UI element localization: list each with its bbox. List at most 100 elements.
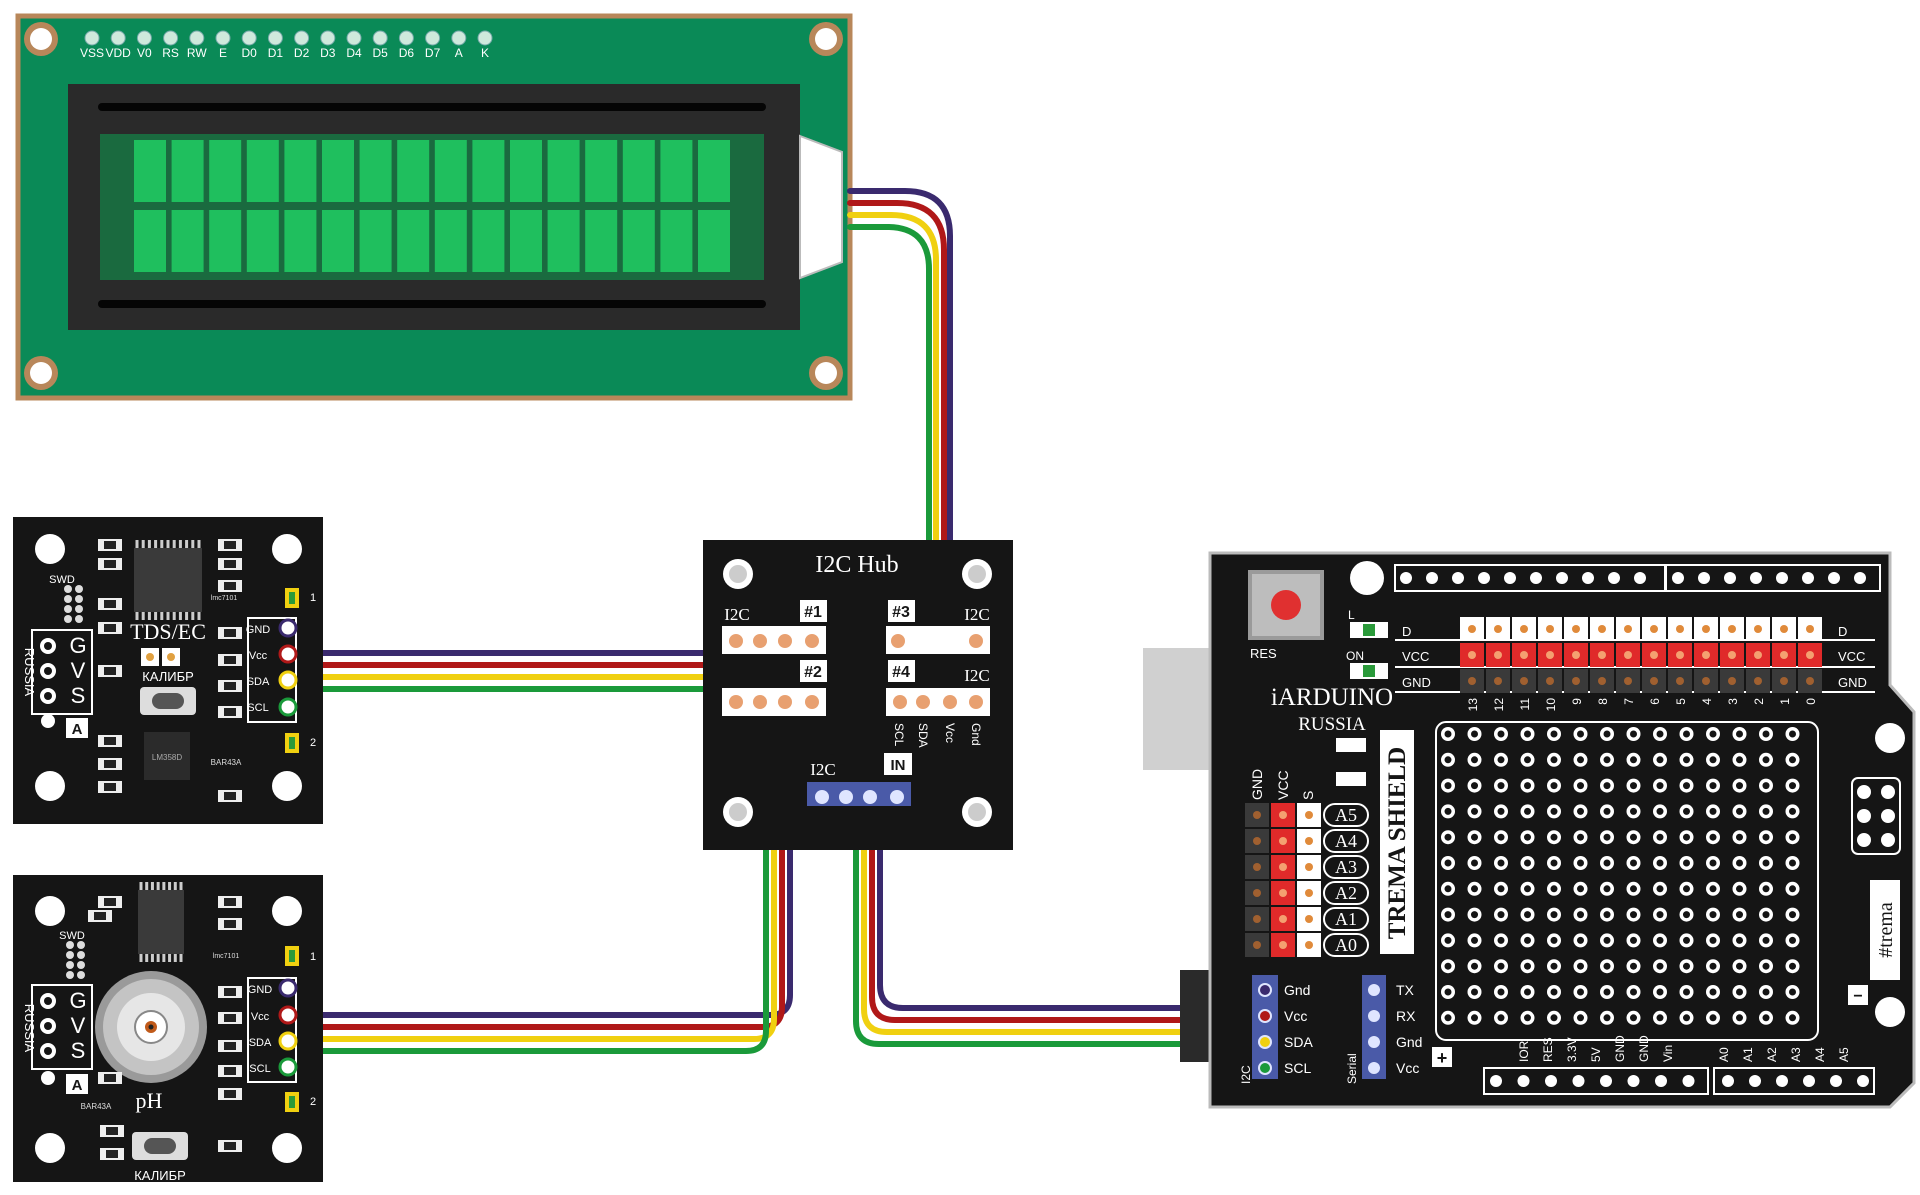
- analog-pin-label: A1: [1335, 909, 1357, 929]
- svg-text:VCC: VCC: [1402, 649, 1429, 664]
- svg-text:I2C: I2C: [964, 666, 990, 685]
- svg-text:Vcc: Vcc: [251, 1011, 270, 1023]
- hub-port-4-pin-labels: SCL SDA Vcc Gnd: [892, 723, 983, 748]
- lcd-character-cell: [698, 210, 730, 272]
- ph-output-pins: [278, 978, 298, 1077]
- lcd-backlight-tab: [799, 134, 843, 280]
- lcd-pin-hole: [215, 30, 231, 46]
- digital-pin-label: 2: [1752, 698, 1766, 705]
- svg-text:1: 1: [310, 951, 316, 963]
- lcd-character-cell: [472, 210, 505, 272]
- svg-text:lmc7101: lmc7101: [211, 595, 238, 602]
- lcd-pin-label: VDD: [106, 46, 132, 60]
- svg-text:RUSSIA: RUSSIA: [1298, 714, 1366, 735]
- svg-text:GND: GND: [1838, 675, 1867, 690]
- wire-sda: [847, 212, 939, 706]
- analog-pin-label: A2: [1335, 883, 1357, 903]
- svg-text:+: +: [1437, 1048, 1448, 1068]
- hub-port-4: [893, 695, 983, 709]
- svg-text:G: G: [69, 988, 86, 1013]
- svg-text:1: 1: [310, 592, 316, 604]
- power-pin-label: GND: [1613, 1035, 1627, 1062]
- hub-port-3: [891, 634, 983, 648]
- ph-chip: [138, 890, 184, 954]
- lcd-pin-hole: [241, 30, 257, 46]
- tds-country-label: RUSSIA: [22, 648, 37, 697]
- svg-text:A: A: [72, 1077, 83, 1094]
- lcd-pin-label: V0: [137, 46, 152, 60]
- lcd-character-cell: [246, 140, 279, 202]
- svg-text:Serial: Serial: [1345, 1053, 1359, 1084]
- power-pin-label: RES: [1541, 1037, 1555, 1062]
- lcd-character-cell: [698, 140, 730, 202]
- lcd-character-cell: [547, 140, 580, 202]
- digital-pin-label: 3: [1726, 698, 1740, 705]
- lcd-pin-label: D6: [399, 46, 415, 60]
- tds-gvs-pads: G V S: [40, 633, 87, 708]
- svg-text:I2C: I2C: [1239, 1065, 1253, 1084]
- analog-bottom-label: A2: [1765, 1047, 1779, 1062]
- svg-text:Vcc: Vcc: [1284, 1008, 1307, 1024]
- wire-sda: [285, 638, 763, 683]
- svg-text:BAR43A: BAR43A: [81, 1102, 112, 1111]
- analog-bottom-label: A0: [1717, 1047, 1731, 1062]
- svg-text:GND: GND: [1249, 769, 1265, 800]
- lcd-pin-hole: [84, 30, 100, 46]
- digital-pin-label: 1: [1778, 698, 1792, 705]
- digital-pin-label: 8: [1596, 698, 1610, 705]
- svg-text:RX: RX: [1396, 1008, 1416, 1024]
- analog-bottom-label: A1: [1741, 1047, 1755, 1062]
- svg-text:GND: GND: [1402, 675, 1431, 690]
- lcd-character-cell: [322, 140, 354, 202]
- digital-pin-label: 12: [1492, 698, 1506, 712]
- digital-pin-label: 13: [1466, 698, 1480, 712]
- analog-bottom-label: A5: [1837, 1047, 1851, 1062]
- lcd-character-cell: [134, 140, 166, 202]
- power-pin-label: IOR: [1517, 1040, 1531, 1062]
- lcd-pin-hole: [136, 30, 152, 46]
- power-pin-label: 5V: [1589, 1047, 1603, 1062]
- lcd-pin-label: VSS: [80, 46, 104, 60]
- lcd-pin-label: RW: [187, 46, 207, 60]
- svg-text:VCC: VCC: [1838, 649, 1865, 664]
- lcd-character-cell: [359, 210, 392, 272]
- icsp-header: [1857, 785, 1895, 847]
- lcd-pin-hole: [163, 30, 179, 46]
- analog-pin-label: A0: [1335, 935, 1357, 955]
- reset-label: RES: [1250, 646, 1277, 661]
- ph-pin-labels: GND Vcc SDA SCL: [248, 984, 273, 1075]
- lcd-character-cell: [322, 210, 354, 272]
- ph-sensor-module: SWD G V S RUSSIA A pH КАЛИБР lmc7101 BAR…: [13, 875, 323, 1183]
- svg-text:TX: TX: [1396, 982, 1415, 998]
- lcd-pin-label: D2: [294, 46, 310, 60]
- ph-swd-label: SWD: [59, 930, 85, 942]
- svg-text:I2C: I2C: [964, 605, 990, 624]
- svg-text:D: D: [1838, 624, 1847, 639]
- mounting-hole: [24, 22, 843, 390]
- tds-pin-labels: GND Vcc SDA SCL: [246, 624, 271, 714]
- digital-pin-label: 0: [1804, 698, 1818, 705]
- lcd-pin-hole: [346, 30, 362, 46]
- tds-output-pins: [278, 618, 298, 717]
- svg-text:SCL: SCL: [247, 702, 268, 714]
- wire-scl: [847, 224, 932, 706]
- svg-text:D: D: [1402, 624, 1411, 639]
- power-pin-label: GND: [1637, 1035, 1651, 1062]
- svg-text:BAR43A: BAR43A: [211, 758, 242, 767]
- wire-gnd: [847, 188, 953, 706]
- svg-text:2: 2: [310, 1096, 316, 1108]
- lcd-pin-hole: [110, 30, 126, 46]
- digital-pin-label: 6: [1648, 698, 1662, 705]
- svg-text:SDA: SDA: [916, 723, 930, 748]
- lcd-character-cell: [510, 140, 542, 202]
- lcd-character-cell: [209, 210, 242, 272]
- lcd-pin-hole: [425, 30, 441, 46]
- svg-text:I2C: I2C: [810, 760, 836, 779]
- shield-serial-labels: TX RX Gnd Vcc: [1396, 982, 1422, 1076]
- svg-text:Gnd: Gnd: [1284, 982, 1310, 998]
- analog-bottom-label: A3: [1789, 1047, 1803, 1062]
